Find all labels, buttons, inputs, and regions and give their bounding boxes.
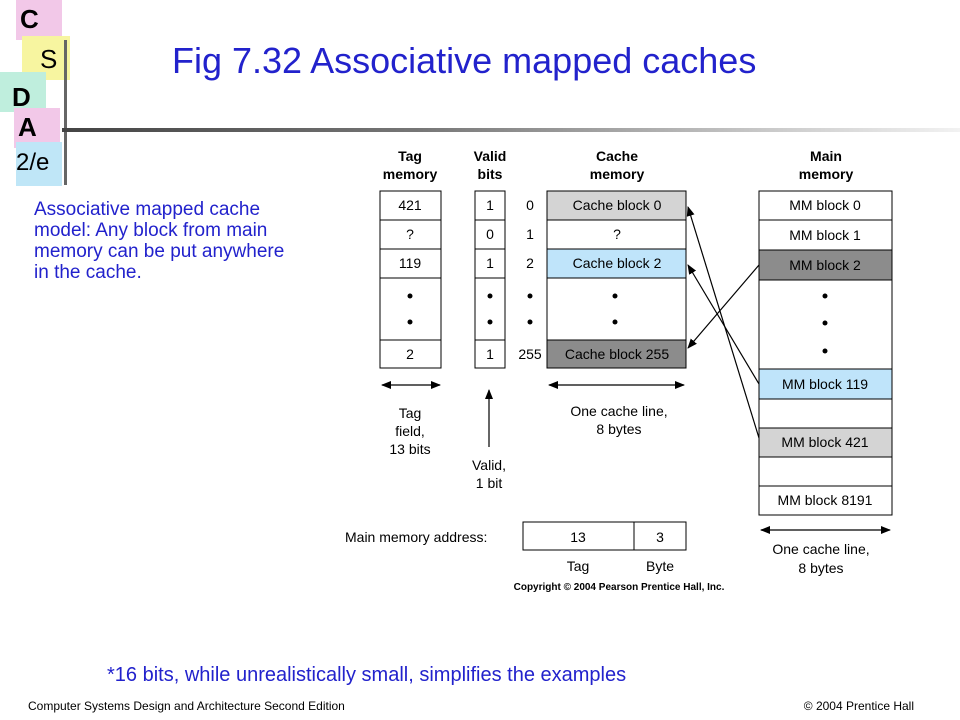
tag-memory-column xyxy=(379,190,442,369)
copyright-notice: Copyright © 2004 Pearson Prentice Hall, … xyxy=(514,582,725,593)
page-title: Fig 7.32 Associative mapped caches xyxy=(172,40,757,81)
tag-field-label: 13 bits xyxy=(389,441,430,457)
valid-cell: 1 xyxy=(486,197,494,213)
mm-cell: MM block 1 xyxy=(789,227,861,243)
arrow-mm421-to-cache0 xyxy=(686,206,760,439)
tag-field-label: Tag xyxy=(399,405,422,421)
footer-left: Computer Systems Design and Architecture… xyxy=(28,699,345,713)
logo-block-a xyxy=(14,108,60,148)
valid-bit-label: Valid, xyxy=(472,457,506,473)
valid-cell: 1 xyxy=(486,346,494,362)
logo-edition: 2/e xyxy=(16,149,50,176)
line-number-ellipsis-dots xyxy=(527,293,533,325)
valid-ellipsis-dots xyxy=(487,293,493,325)
line-number: 2 xyxy=(526,255,534,271)
header-valid-bits-1: Valid xyxy=(474,148,507,164)
tag-field-label: field, xyxy=(395,423,425,439)
address-format-box xyxy=(522,521,687,551)
cache-cell: Cache block 2 xyxy=(573,255,662,271)
tag-cell: 421 xyxy=(398,197,422,213)
mm-cell: MM block 421 xyxy=(781,434,868,450)
cache-cell: Cache block 255 xyxy=(565,346,670,362)
header-valid-bits-2: bits xyxy=(478,166,503,182)
title-vertical-rule xyxy=(64,40,67,185)
address-byte-name: Byte xyxy=(646,558,674,574)
valid-cell: 1 xyxy=(486,255,494,271)
address-label: Main memory address: xyxy=(345,529,487,545)
width-indicators xyxy=(381,381,891,534)
valid-cell: 0 xyxy=(486,226,494,242)
mm-cell: MM block 2 xyxy=(789,257,861,273)
address-byte-bits: 3 xyxy=(656,529,664,545)
header-cache-memory-1: Cache xyxy=(596,148,638,164)
line-number: 1 xyxy=(526,226,534,242)
tag-cell: 119 xyxy=(399,255,422,271)
description-text: Associative mapped cache model: Any bloc… xyxy=(34,199,285,283)
line-number: 0 xyxy=(526,197,534,213)
tag-cell: 2 xyxy=(406,346,414,362)
header-main-memory-2: memory xyxy=(799,166,854,182)
logo-letter-d: D xyxy=(12,82,31,112)
logo-letter-a: A xyxy=(18,112,37,142)
header-cache-memory-2: memory xyxy=(590,166,645,182)
header-tag-memory-1: Tag xyxy=(398,148,422,164)
logo-block-d xyxy=(0,72,46,112)
valid-bits-column xyxy=(474,190,506,369)
logo-letter-s: S xyxy=(40,44,58,74)
cache-ellipsis-dots xyxy=(612,293,618,325)
tag-cell: ? xyxy=(406,226,414,242)
address-tag-name: Tag xyxy=(567,558,590,574)
arrow-mm2-to-cache255 xyxy=(687,264,760,349)
cache-memory-column xyxy=(546,190,687,369)
mm-line-label: One cache line, xyxy=(772,541,869,557)
footnote: *16 bits, while unrealistically small, s… xyxy=(107,664,627,686)
logo-block-c xyxy=(16,0,62,40)
cache-cell: Cache block 0 xyxy=(573,197,662,213)
address-tag-bits: 13 xyxy=(570,529,586,545)
logo-letter-c: C xyxy=(20,4,39,34)
mm-ellipsis-dots xyxy=(822,293,828,354)
title-rule xyxy=(62,128,960,132)
mm-line-label: 8 bytes xyxy=(798,560,843,576)
header-tag-memory-2: memory xyxy=(383,166,438,182)
mapping-arrows xyxy=(686,206,760,439)
tag-ellipsis-dots xyxy=(407,293,413,325)
cache-line-label: One cache line, xyxy=(570,403,667,419)
line-number: 255 xyxy=(518,346,542,362)
footer-right: © 2004 Prentice Hall xyxy=(803,699,914,713)
mm-cell: MM block 119 xyxy=(782,376,868,392)
cache-line-label: 8 bytes xyxy=(596,421,641,437)
valid-bit-label: 1 bit xyxy=(476,475,503,491)
mm-cell: MM block 0 xyxy=(789,197,861,213)
cache-cell: ? xyxy=(613,226,621,242)
mm-cell: MM block 8191 xyxy=(778,492,873,508)
logo-block-ed xyxy=(16,142,62,186)
header-main-memory-1: Main xyxy=(810,148,842,164)
